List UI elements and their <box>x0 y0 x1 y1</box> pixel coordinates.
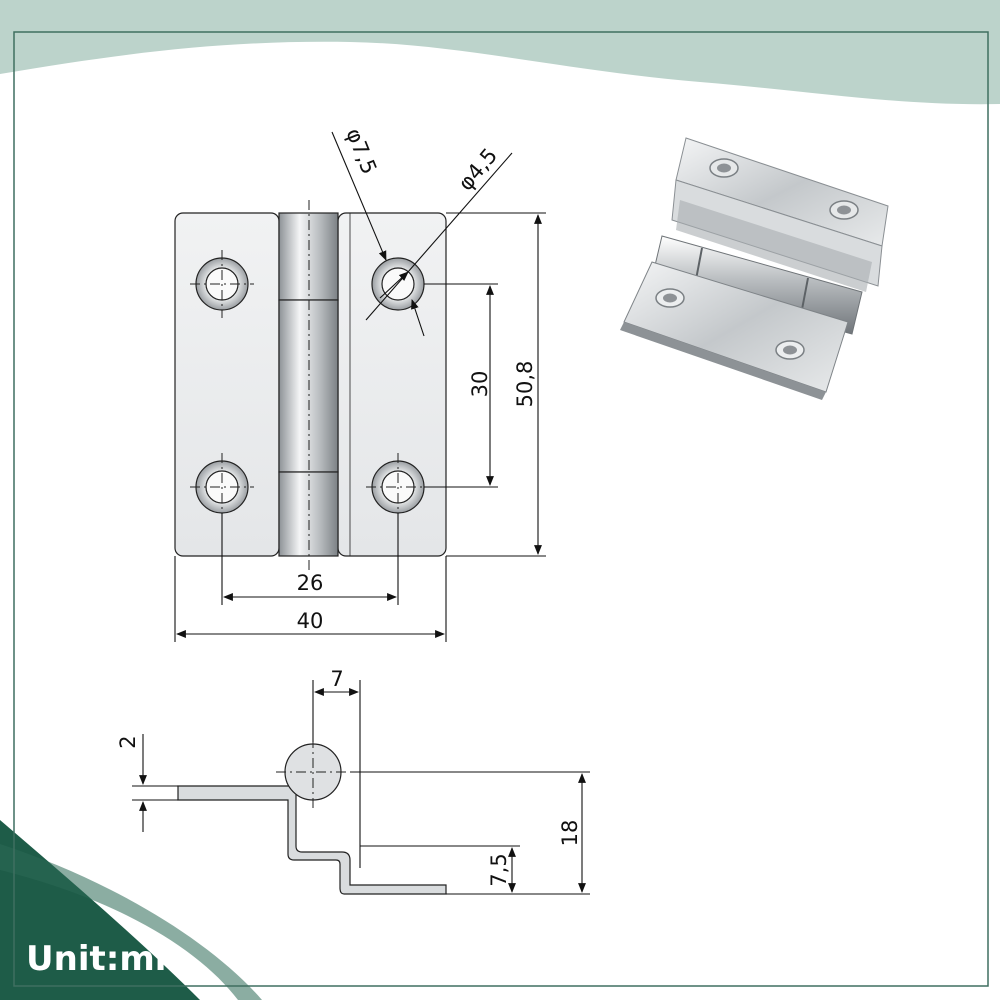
dim-hole-spacing-vertical: 30 <box>468 371 492 398</box>
dim-knuckle-offset: 7 <box>330 667 343 691</box>
dim-lower-offset: 7,5 <box>487 853 511 886</box>
dim-hole-small-dia: φ4,5 <box>453 144 502 196</box>
dim-overall-depth: 18 <box>558 820 582 847</box>
frame-border <box>13 31 989 987</box>
side-centerlines <box>276 738 350 808</box>
side-view <box>177 743 447 895</box>
dim-plate-thickness: 2 <box>116 735 140 748</box>
unit-label: Unit:mm <box>26 939 190 979</box>
dim-overall-width: 40 <box>297 609 324 633</box>
bottom-corner-band-light <box>0 844 262 1000</box>
dim-hole-spacing-horizontal: 26 <box>297 571 324 595</box>
side-dimensions <box>132 680 590 895</box>
side-profile <box>177 785 447 895</box>
dim-overall-height: 50,8 <box>513 361 537 408</box>
front-view <box>174 212 447 557</box>
front-centerlines <box>190 200 430 570</box>
top-band <box>0 0 1000 105</box>
hinge-product-photo-icon <box>620 137 889 400</box>
front-dimensions <box>174 131 546 642</box>
